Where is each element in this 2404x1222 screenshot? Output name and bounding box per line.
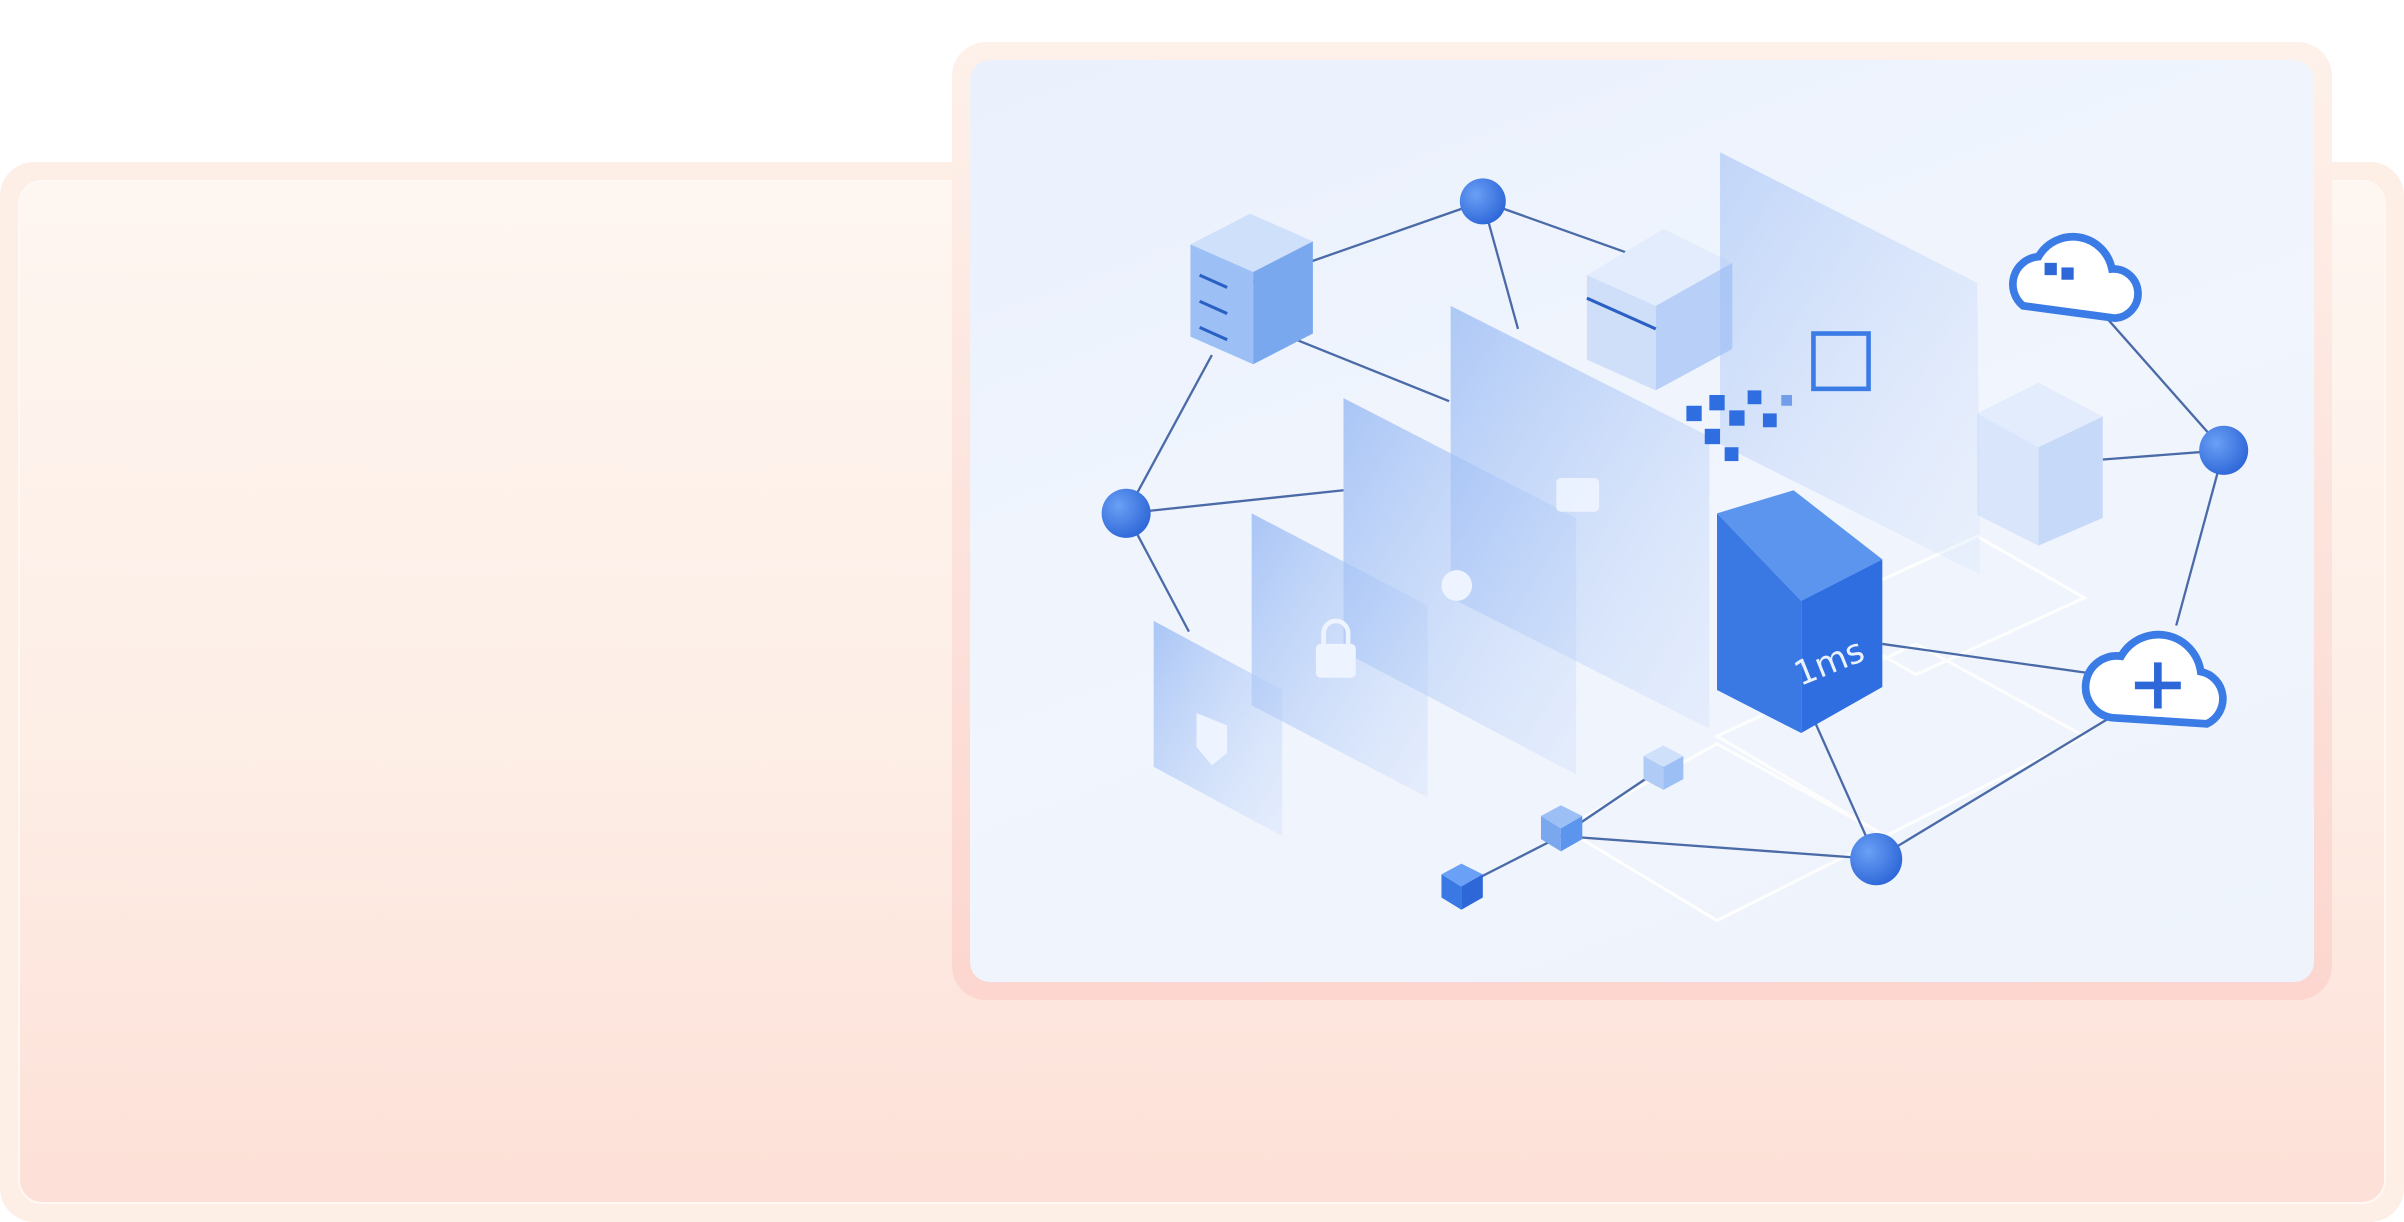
illustration-frame: 1ms [952,42,2332,1000]
network-diagram: 1ms [1101,152,2249,923]
latency-cube: 1ms [1717,490,1883,734]
network-node [1101,488,1151,538]
chip-icon [1811,331,1871,392]
storage-box-icon [1586,229,1733,391]
network-node [1459,178,1506,225]
small-cubes [1441,745,1684,910]
message-icon [1556,477,1600,512]
storage-box-right-icon [1977,382,2103,546]
data-blocks [1686,390,1793,462]
cloud-plus-icon [2081,630,2227,728]
network-node [2199,425,2249,475]
lock-icon [1315,618,1356,678]
user-icon [1441,570,1473,601]
chip-pane [1720,152,1981,575]
server-stack-icon [1190,213,1313,365]
shield-icon [1196,713,1228,766]
cloud-icon [2009,232,2142,323]
network-nodes [1101,178,2249,886]
network-node [1850,832,1903,886]
glass-panes [1153,152,1981,837]
network-illustration: 1ms [970,60,2314,982]
